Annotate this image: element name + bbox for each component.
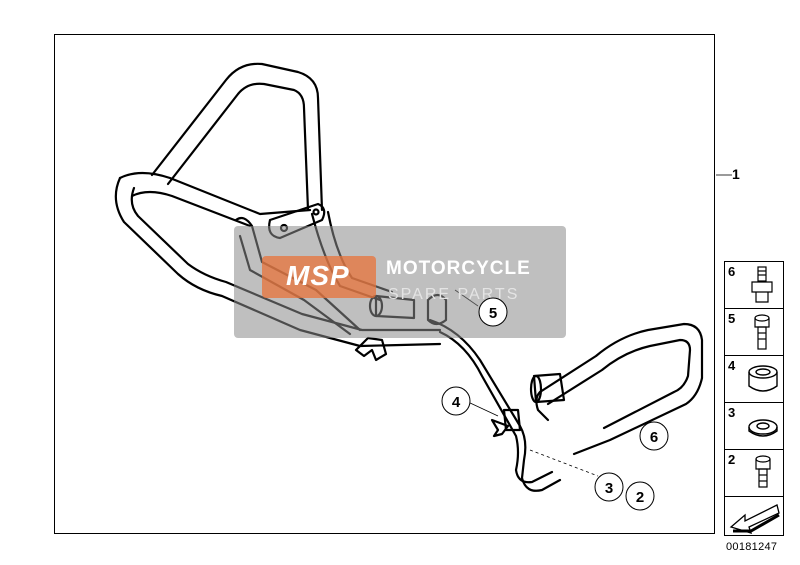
left-main-bar	[114, 176, 442, 348]
callout-3: 3	[605, 480, 613, 497]
legend-item-3[interactable]: 3	[724, 402, 784, 450]
washer-icon	[748, 419, 778, 437]
callout-4: 4	[452, 394, 461, 411]
reference-number: 00181247	[726, 541, 778, 553]
watermark-sub: SPARE PARTS	[388, 286, 520, 303]
back-arrow-button[interactable]	[724, 496, 784, 536]
spacer-ring-icon	[748, 365, 778, 392]
legend-number: 6	[728, 264, 736, 279]
hex-socket-screw-icon	[754, 314, 770, 350]
short-screw-icon	[755, 455, 771, 488]
legend-number: 2	[728, 452, 736, 467]
watermark-badge: MSP	[286, 260, 350, 291]
callout-5: 5	[489, 305, 497, 322]
legend-item-2[interactable]: 2	[724, 449, 784, 497]
legend-number: 5	[728, 311, 736, 326]
legend-item-4[interactable]: 4	[724, 355, 784, 403]
callout-6: 6	[650, 429, 658, 446]
stud-bolt-icon	[751, 266, 773, 303]
legend-item-6[interactable]: 6	[724, 261, 784, 309]
legend-item-5[interactable]: 5	[724, 308, 784, 356]
arrow-back-icon	[729, 504, 780, 534]
legend-number: 3	[728, 405, 736, 420]
right-hoop	[538, 322, 704, 456]
legend-number: 4	[728, 358, 736, 373]
watermark-brand: MOTORCYCLE	[386, 258, 531, 279]
upper-hoop	[150, 62, 324, 212]
part-number-label: 1	[732, 166, 740, 182]
callout-2: 2	[636, 489, 644, 506]
diagram-frame	[54, 34, 715, 534]
